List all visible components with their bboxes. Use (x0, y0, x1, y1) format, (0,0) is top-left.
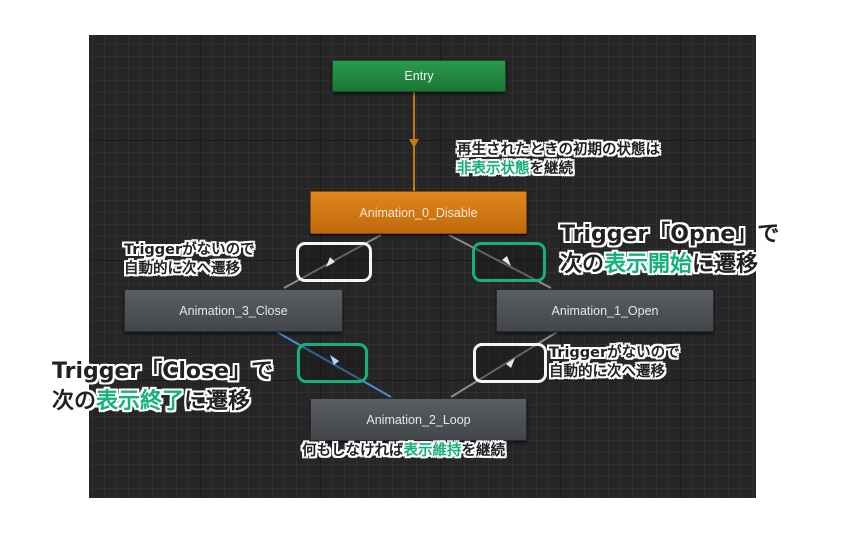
no-trigger-right-note: Triggerがないので 自動的に次へ遷移 (549, 344, 680, 382)
loop-to-close-transition-highlight[interactable] (297, 343, 368, 383)
no-trigger-right-line1: Triggerがないので (549, 345, 680, 361)
no-trigger-left-note: Triggerがないので 自動的に次へ遷移 (124, 241, 255, 279)
animation-1-open-node[interactable]: Animation_1_Open (496, 289, 714, 332)
loop-note-pre: 何もしなければ (302, 443, 404, 459)
trigger-close-pre: 次の (52, 388, 97, 414)
trigger-open-highlight: 表示開始 (604, 251, 693, 277)
no-trigger-right-line2: 自動的に次へ遷移 (549, 363, 665, 380)
initial-state-highlight: 非表示状態 (457, 160, 530, 177)
loop-note-post: を継続 (461, 443, 506, 459)
loop-state-note: 何もしなければ表示維持を継続 (302, 442, 505, 461)
trigger-open-note-line1: Trigger「Opne」で (560, 222, 780, 247)
trigger-open-post: に遷移 (692, 251, 759, 277)
trigger-open-note-line2: 次の表示開始に遷移 (560, 250, 779, 280)
initial-state-note: 再生されたときの初期の状態は 非表示状態を継続 (457, 141, 660, 179)
initial-state-note-line2: 非表示状態を継続 (457, 160, 660, 179)
animation-2-loop-node[interactable]: Animation_2_Loop (310, 398, 527, 441)
animation-0-disable-node[interactable]: Animation_0_Disable (310, 191, 527, 234)
no-trigger-left-line2: 自動的に次へ遷移 (124, 260, 240, 277)
initial-state-rest: を継続 (529, 160, 574, 177)
trigger-close-highlight: 表示終了 (96, 388, 185, 414)
entry-node[interactable]: Entry (332, 60, 506, 92)
close-to-disable-transition-highlight[interactable] (296, 242, 372, 282)
trigger-close-note-line1: Trigger「Close」で (52, 359, 274, 384)
trigger-open-pre: 次の (560, 251, 605, 277)
initial-state-note-line1: 再生されたときの初期の状態は (457, 142, 660, 158)
disable-to-open-transition-highlight[interactable] (472, 242, 546, 282)
animation-3-close-node[interactable]: Animation_3_Close (124, 289, 343, 332)
open-to-loop-transition-highlight[interactable] (473, 343, 547, 383)
open-to-loop-link[interactable] (450, 331, 558, 398)
animator-graph-canvas[interactable]: Entry Animation_0_Disable Animation_1_Op… (89, 35, 756, 498)
trigger-close-post: に遷移 (184, 388, 251, 414)
loop-note-highlight: 表示維持 (403, 443, 462, 459)
entry-link-arrow (409, 139, 419, 148)
trigger-close-note-line2: 次の表示終了に遷移 (52, 387, 273, 417)
trigger-close-note: Trigger「Close」で 次の表示終了に遷移 (52, 357, 273, 416)
trigger-open-note: Trigger「Opne」で 次の表示開始に遷移 (560, 220, 779, 279)
no-trigger-left-line1: Triggerがないので (124, 242, 255, 258)
